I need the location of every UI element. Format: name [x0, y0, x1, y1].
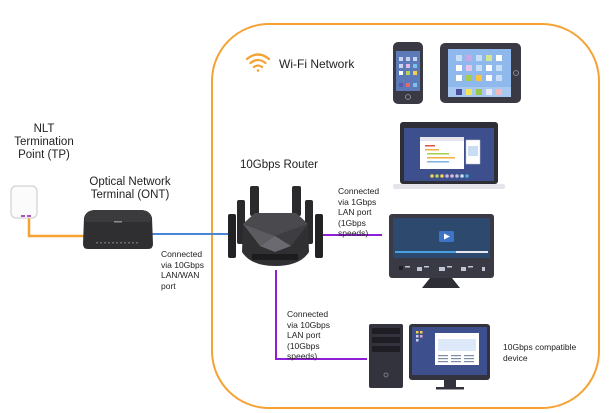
- desktop-label-line: device: [503, 352, 528, 363]
- wifi-network-label: Wi-Fi Network: [279, 57, 355, 71]
- wifi-network-boundary: [211, 23, 600, 409]
- router-to-desktop-connection-label: Connected via 10Gbps LAN port (10Gbps sp…: [287, 309, 330, 362]
- router-to-tv-connection-label: Connected via 1Gbps LAN port (1Gbps spee…: [338, 186, 379, 239]
- connection-label-line: (10Gbps: [287, 340, 320, 351]
- termination-point-label: NLT Termination Point (TP): [14, 123, 74, 162]
- termination-point-label-line: Termination: [14, 136, 74, 148]
- router-label: 10Gbps Router: [240, 159, 318, 171]
- fibre-cable: [27, 218, 85, 238]
- termination-point-label-line: Point (TP): [18, 149, 70, 161]
- desktop-pc-icon: [369, 324, 490, 390]
- connection-label-line: via 1Gbps: [338, 196, 377, 207]
- connection-label-line: via 10Gbps: [161, 259, 204, 270]
- connection-label-line: LAN/WAN: [161, 270, 200, 280]
- laptop-icon: [393, 122, 505, 189]
- connection-label-line: LAN port: [338, 207, 372, 217]
- ont-label-line: Terminal (ONT): [90, 189, 170, 201]
- ont-label-line: Optical Network: [89, 176, 171, 188]
- wall-socket-icon: [10, 185, 38, 219]
- ont-label: Optical Network Terminal (ONT): [80, 176, 180, 202]
- lan-cable-desktop: [275, 270, 367, 360]
- desktop-device-label: 10Gbps compatible device: [503, 342, 576, 363]
- router-icon: [228, 186, 323, 266]
- smartphone-icon: [393, 42, 423, 104]
- termination-point-label-line: NLT: [33, 123, 55, 135]
- connection-label-line: via 10Gbps: [287, 319, 330, 330]
- smart-tv-icon: [389, 214, 494, 288]
- connection-label-line: speeds): [287, 351, 318, 361]
- connection-label-line: LAN port: [287, 330, 321, 340]
- ont-modem-icon: [83, 210, 153, 249]
- connection-label-line: (1Gbps: [338, 217, 366, 228]
- connection-label-line: Connected: [161, 249, 203, 259]
- connection-label-line: speeds): [338, 228, 369, 238]
- tablet-icon: [440, 43, 521, 103]
- desktop-label-line: 10Gbps compatible: [503, 342, 577, 352]
- connection-label-line: port: [161, 280, 176, 291]
- ont-to-router-connection-label: Connected via 10Gbps LAN/WAN port: [161, 249, 204, 291]
- connection-label-line: Connected: [287, 309, 329, 319]
- connection-label-line: Connected: [338, 186, 380, 196]
- wifi-icon: [245, 53, 271, 72]
